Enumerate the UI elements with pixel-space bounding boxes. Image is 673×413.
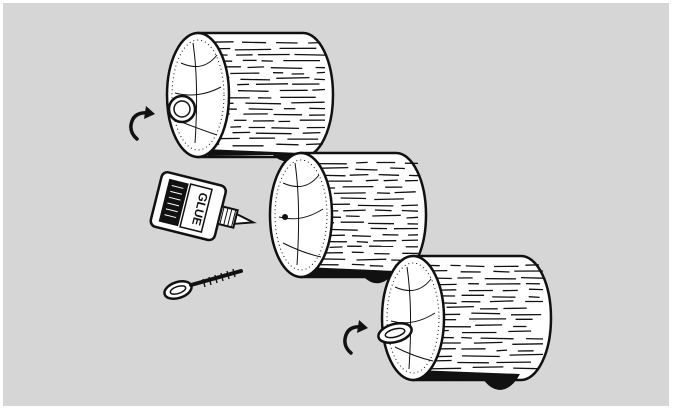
bark-grain-stroke <box>493 271 509 272</box>
bark-grain-stroke <box>357 259 387 260</box>
bark-grain-stroke <box>510 354 543 355</box>
bark-grain-stroke <box>521 278 543 279</box>
bark-grain-stroke <box>248 67 265 68</box>
bark-grain-stroke <box>331 230 357 231</box>
bark-grain-stroke <box>341 198 366 199</box>
bark-grain-stroke <box>271 68 303 69</box>
bark-grain-stroke <box>529 297 540 298</box>
bark-grain-stroke <box>375 210 392 211</box>
bark-grain-stroke <box>372 215 400 216</box>
bark-grain-stroke <box>352 264 365 265</box>
bark-grain-stroke <box>384 180 398 181</box>
pilot-hole <box>282 214 288 220</box>
bark-grain-stroke <box>256 84 288 85</box>
bark-grain-stroke <box>276 144 298 145</box>
bark-grain-stroke <box>295 55 326 56</box>
bark-grain-stroke <box>314 79 325 80</box>
bark-grain-stroke <box>513 368 538 369</box>
bark-grain-stroke <box>481 338 514 339</box>
bark-grain-stroke <box>374 199 404 200</box>
bark-grain-stroke <box>358 205 393 206</box>
bark-grain-stroke <box>235 49 271 50</box>
bark-grain-stroke <box>245 103 281 104</box>
bark-grain-stroke <box>249 109 273 110</box>
bark-grain-stroke <box>407 217 419 218</box>
bark-grain-stroke <box>343 210 366 211</box>
bark-grain-stroke <box>366 180 379 181</box>
bark-grain-stroke <box>242 42 266 43</box>
bark-grain-stroke <box>462 356 500 357</box>
bark-grain-stroke <box>379 175 399 176</box>
bark-grain-stroke <box>395 192 416 193</box>
bark-grain-stroke <box>306 144 323 145</box>
bark-grain-stroke <box>312 90 325 91</box>
log-top-eye-ring <box>169 96 195 122</box>
bark-grain-stroke <box>317 72 325 73</box>
bark-grain-stroke <box>321 168 348 169</box>
bark-grain-stroke <box>357 242 368 243</box>
bark-grain-stroke <box>370 266 383 267</box>
log-middle-end <box>270 153 332 277</box>
bark-grain-stroke <box>471 313 500 314</box>
bark-grain-stroke <box>356 162 368 163</box>
bark-grain-stroke <box>474 342 503 343</box>
bark-grain-stroke <box>330 247 343 248</box>
bark-grain-stroke <box>291 102 324 103</box>
bark-grain-stroke <box>238 91 269 92</box>
bark-grain-stroke <box>352 236 371 237</box>
bark-grain-stroke <box>256 133 292 134</box>
bark-grain-stroke <box>402 211 418 212</box>
bark-grain-stroke <box>401 205 418 206</box>
bark-grain-stroke <box>276 78 309 79</box>
bark-grain-stroke <box>497 350 508 351</box>
bark-grain-stroke <box>512 344 543 345</box>
bark-grain-stroke <box>355 169 377 170</box>
bark-grain-stroke <box>461 338 472 339</box>
illustration-panel: GLUE <box>3 3 669 406</box>
bark-grain-stroke <box>390 168 405 169</box>
bark-grain-stroke <box>447 307 474 308</box>
bark-grain-stroke <box>334 193 366 194</box>
bark-grain-stroke <box>490 301 514 302</box>
bark-grain-stroke <box>240 79 270 80</box>
bark-grain-stroke <box>271 128 299 129</box>
bark-grain-stroke <box>473 367 504 368</box>
bark-grain-stroke <box>508 331 531 332</box>
illustration-svg: GLUE <box>3 3 669 406</box>
log-top <box>167 33 333 161</box>
log-bottom <box>376 256 551 390</box>
bark-grain-stroke <box>466 266 485 267</box>
log-bottom-end <box>382 256 444 380</box>
bark-grain-stroke <box>303 133 321 134</box>
bark-grain-stroke <box>350 175 369 176</box>
